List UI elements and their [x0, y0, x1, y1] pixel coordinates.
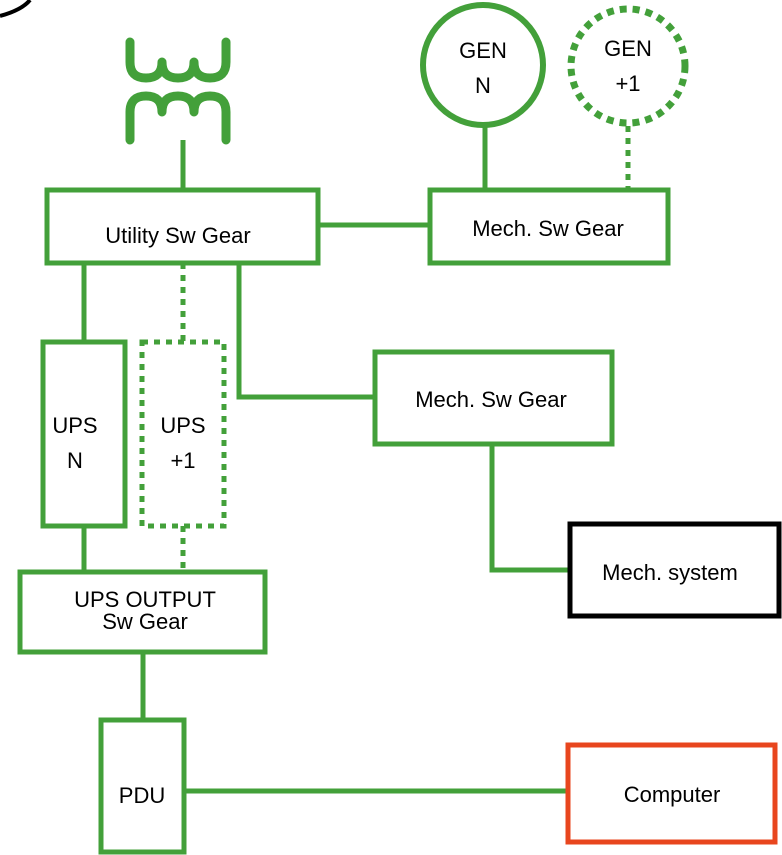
gen-n-circle: [420, 2, 546, 128]
mech-system-box: [567, 521, 782, 619]
ups-n-box: [40, 339, 128, 529]
ups-output-switchgear-node: UPS OUTPUT Sw Gear: [17, 569, 268, 655]
gen-plus1-circle: [567, 5, 689, 127]
ups-output-switchgear-box: [17, 569, 268, 655]
computer-box: [565, 742, 778, 845]
mech-gear-2-to-mech-system-line: [489, 444, 570, 573]
redundant-connections: [180, 126, 631, 572]
generator-mech-switchgear-label: Mech. Sw Gear: [472, 216, 624, 241]
mech-switchgear-node: Mech. Sw Gear: [372, 349, 615, 447]
computer-label: Computer: [624, 782, 721, 807]
ups-plus1-label-line1: UPS: [160, 413, 205, 438]
gen-plus1-label-line2: +1: [615, 71, 640, 96]
mech-system-label: Mech. system: [602, 560, 738, 585]
ups-n-label-line1: UPS: [52, 413, 97, 438]
utility-switchgear-label: Utility Sw Gear: [105, 223, 250, 248]
pdu-label: PDU: [119, 783, 165, 808]
gen-plus1-label-line1: GEN: [604, 36, 652, 61]
pdu-node: PDU: [98, 717, 187, 855]
ups-plus1-node: UPS +1: [139, 339, 227, 529]
ups-plus1-box: [139, 339, 227, 529]
gen-plus1-node: GEN +1: [567, 5, 689, 127]
corner-fragment: [0, 0, 32, 18]
generator-mech-switchgear-node: Mech. Sw Gear: [427, 187, 671, 266]
mech-system-node: Mech. system: [567, 521, 782, 619]
computer-node: Computer: [565, 742, 778, 845]
solid-connections: [81, 125, 570, 794]
ups-output-label-line1: UPS OUTPUT: [74, 587, 216, 612]
mech-switchgear-box: [372, 349, 615, 447]
utility-to-mech-gear-2-line: [236, 263, 375, 400]
ups-n-label-line2: N: [67, 448, 83, 473]
generator-mech-switchgear-box: [427, 187, 671, 266]
gen-n-node: GEN N: [420, 2, 546, 128]
gen-n-label-line1: GEN: [459, 38, 507, 63]
gen-n-label-line2: N: [475, 73, 491, 98]
transformer-icon: [125, 37, 231, 145]
mech-switchgear-label: Mech. Sw Gear: [415, 387, 567, 412]
utility-switchgear-node: Utility Sw Gear: [44, 187, 321, 266]
utility-switchgear-box: [44, 187, 321, 266]
ups-output-label-line2: Sw Gear: [102, 609, 188, 634]
pdu-box: [98, 717, 187, 855]
ups-n-node: UPS N: [40, 339, 128, 529]
ups-plus1-label-line2: +1: [170, 448, 195, 473]
